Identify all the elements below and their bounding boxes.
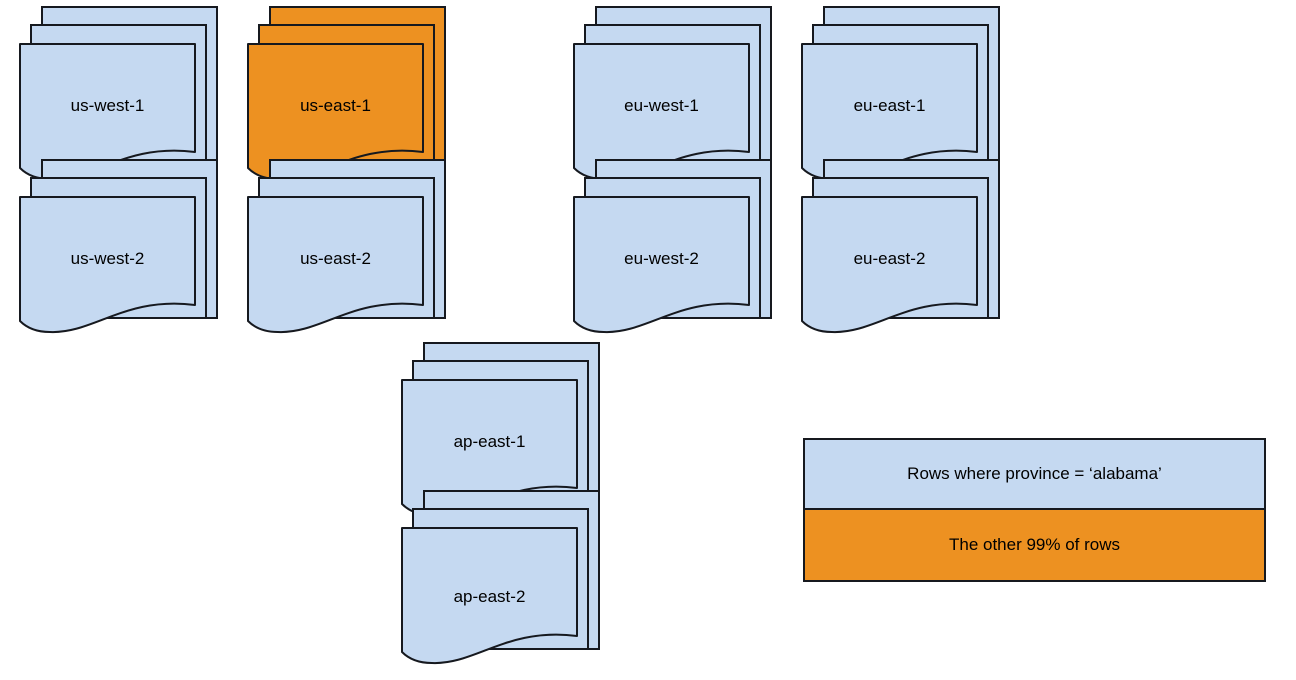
stack-sheet-front [573,196,750,334]
legend-label-orange: The other 99% of rows [948,535,1121,554]
legend-row-blue: Rows where province = ‘alabama’ [805,440,1264,510]
region-stack-us-east-2[interactable]: us-east-2 [247,159,463,347]
region-stack-shape-us-east-2 [247,159,446,334]
legend-label-blue: Rows where province = ‘alabama’ [907,464,1162,483]
region-stack-shape-us-west-1 [19,6,218,181]
region-stack-shape-ap-east-2 [401,490,600,665]
region-stack-shape-eu-east-2 [801,159,1000,334]
region-stack-shape-us-west-2 [19,159,218,334]
region-stack-shape-eu-east-1 [801,6,1000,181]
stack-sheet-front [247,196,424,334]
region-stack-eu-east-2[interactable]: eu-east-2 [801,159,1017,347]
region-stack-shape-eu-west-2 [573,159,772,334]
region-stack-shape-eu-west-1 [573,6,772,181]
legend-box: Rows where province = ‘alabama’ The othe… [803,438,1266,582]
region-stack-us-east-1[interactable]: us-east-1 [247,6,463,194]
stack-sheet-front [19,196,196,334]
region-stack-shape-us-east-1 [247,6,446,181]
region-stack-shape-ap-east-1 [401,342,600,517]
region-stack-us-west-2[interactable]: us-west-2 [19,159,235,347]
region-stack-ap-east-1[interactable]: ap-east-1 [401,342,617,530]
stack-sheet-front [401,527,578,665]
region-stack-ap-east-2[interactable]: ap-east-2 [401,490,617,678]
legend-row-orange: The other 99% of rows [805,510,1264,580]
region-stack-eu-east-1[interactable]: eu-east-1 [801,6,1017,194]
stack-sheet-front [801,196,978,334]
region-stack-eu-west-2[interactable]: eu-west-2 [573,159,789,347]
